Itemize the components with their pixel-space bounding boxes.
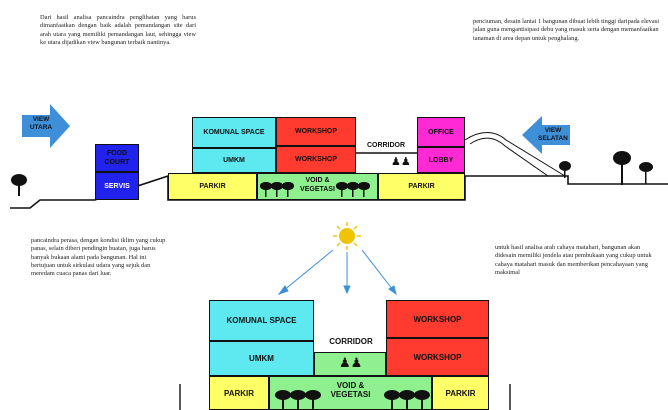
ground-line <box>10 174 668 209</box>
workshop-upper-block: WORKSHOP <box>276 117 356 146</box>
corridor-label: CORRIDOR <box>366 142 406 149</box>
umkm-block: UMKM <box>192 148 276 173</box>
note-top-left: Dari hasil analisa pancaindra penglihata… <box>40 14 196 46</box>
workshop-lower-block-bottom: WORKSHOP <box>386 338 489 376</box>
umkm-block-bottom: UMKM <box>209 341 314 376</box>
office-block: OFFICE <box>417 117 465 147</box>
corridor-bottom-people-icon: ♟♟ <box>339 355 363 370</box>
food-court-block: FOOD COURT <box>95 144 139 172</box>
komunal-space-block: KOMUNAL SPACE <box>192 117 276 148</box>
komunal-space-block-bottom: KOMUNAL SPACE <box>209 300 314 341</box>
void-vegetasi-label: VOID & VEGETASI <box>300 177 335 193</box>
sun-icon <box>333 222 361 250</box>
view-utara-arrow: VIEW UTARA <box>22 104 70 148</box>
ramp-curve <box>464 132 566 177</box>
view-selatan-arrow: VIEW SELATAN <box>522 116 570 154</box>
void-vegetasi-block-bottom: VOID & VEGETASI <box>269 376 432 410</box>
sun-ray-arrows <box>277 249 397 296</box>
view-selatan-label: VIEW SELATAN <box>538 127 568 142</box>
void-vegetasi-block: VOID & VEGETASI <box>257 173 378 200</box>
corridor-people-icon: ♟♟ <box>391 156 411 168</box>
parkir-right-block: PARKIR <box>378 173 465 200</box>
workshop-lower-block: WORKSHOP <box>276 146 356 173</box>
corridor-bottom-floor <box>314 352 386 376</box>
view-utara-label: VIEW UTARA <box>29 116 53 131</box>
note-mid-left: pancaindra perasa, dengan kondisi iklim … <box>31 237 166 278</box>
parkir-left-block-bottom: PARKIR <box>209 376 269 410</box>
corridor-label-bottom: CORRIDOR <box>329 337 373 346</box>
workshop-upper-block-bottom: WORKSHOP <box>386 300 489 338</box>
note-top-right: penciuman, desain lantai 1 bangunan dibu… <box>473 18 659 42</box>
parkir-right-block-bottom: PARKIR <box>432 376 489 410</box>
lobby-block: LOBBY <box>417 147 465 173</box>
void-vegetasi-label-bottom: VOID & VEGETASI <box>330 381 371 399</box>
servis-block: SERVIS <box>95 172 139 200</box>
parkir-left-block: PARKIR <box>168 173 257 200</box>
note-mid-right: untuk hasil analisa arah cahaya matahari… <box>495 244 652 276</box>
